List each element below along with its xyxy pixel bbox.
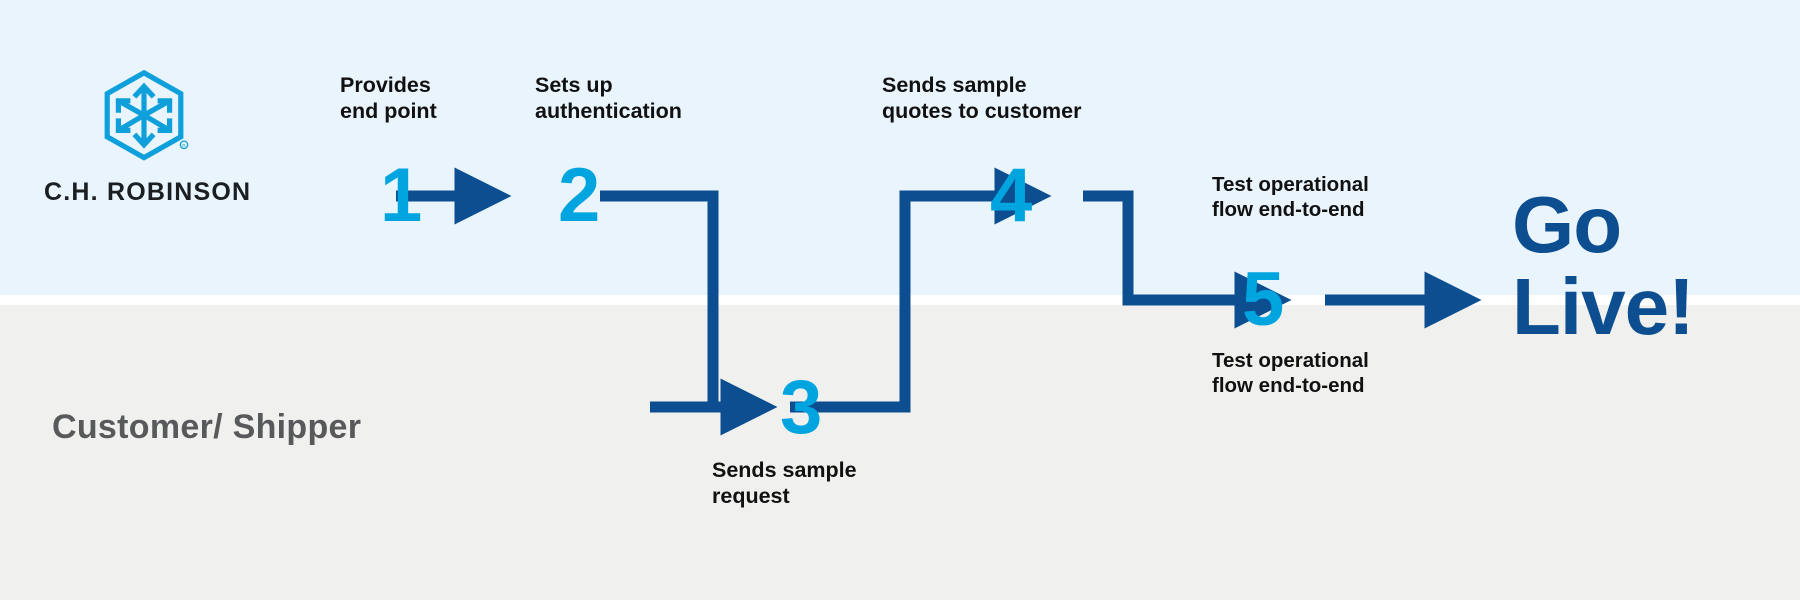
- step-1-number: 1: [380, 153, 422, 238]
- step-4-number: 4: [990, 153, 1032, 238]
- brand-wordmark: C.H. ROBINSON: [44, 178, 252, 206]
- step-5-caption-below: Test operational flow end-to-end: [1212, 349, 1369, 397]
- step-5-caption-above: Test operational flow end-to-end: [1212, 173, 1369, 221]
- step-3-caption-below: Sends sample request: [712, 458, 857, 509]
- step-3-number: 3: [780, 365, 822, 450]
- go-live-label: Go Live!: [1512, 180, 1695, 352]
- step-4-caption-above: Sends sample quotes to customer: [882, 73, 1082, 124]
- hexagon-arrows-logo-icon: R: [104, 69, 189, 161]
- step-5-number: 5: [1242, 257, 1284, 342]
- step-2-caption-above: Sets up authentication: [535, 73, 682, 124]
- svg-text:R: R: [182, 143, 186, 149]
- step-2-number: 2: [558, 153, 600, 238]
- lane-label-customer-shipper: Customer/ Shipper: [52, 408, 362, 446]
- step-1-caption-above: Provides end point: [340, 73, 437, 124]
- brand-logo: R C.H. ROBINSON: [44, 68, 252, 207]
